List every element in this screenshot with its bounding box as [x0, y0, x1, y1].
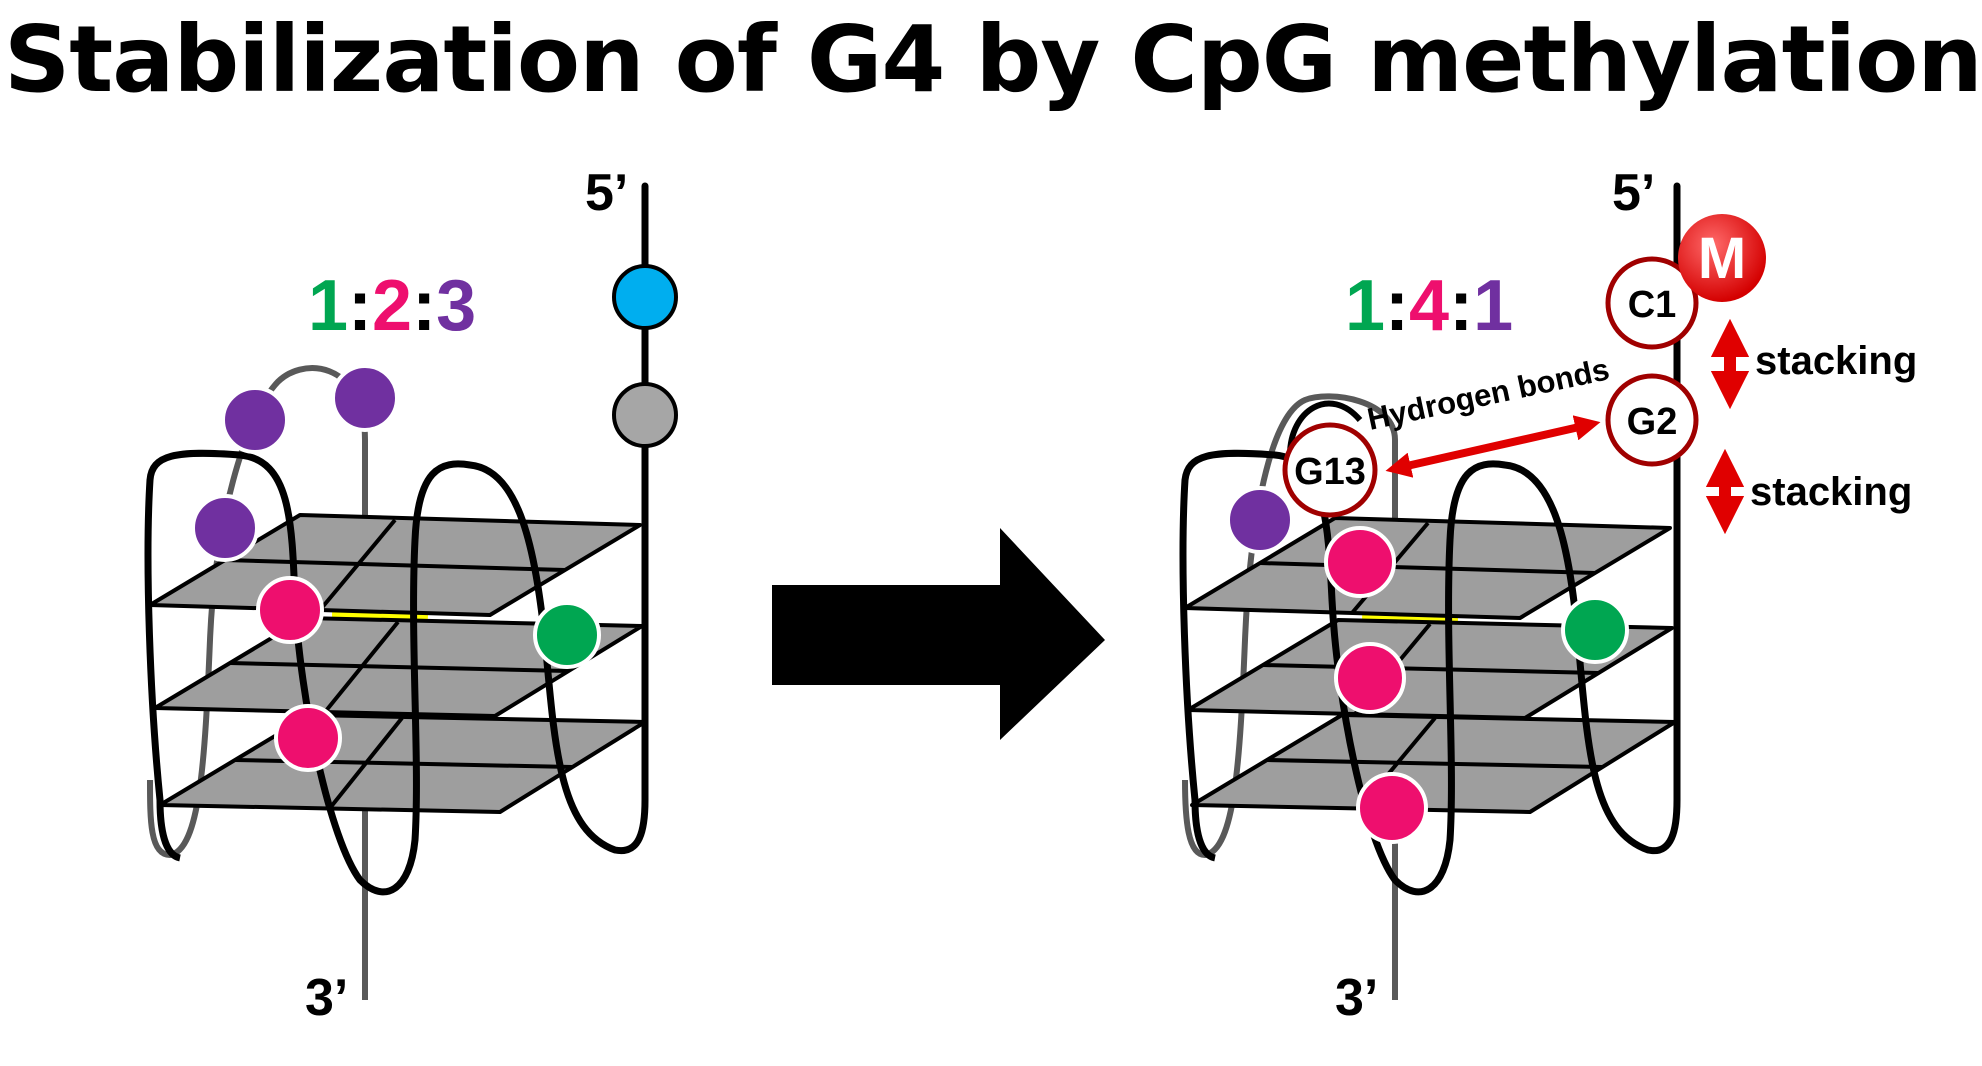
left-node-gray: [612, 382, 678, 448]
transition-arrow: [772, 528, 1105, 740]
left-node-purple-1: [221, 386, 289, 454]
right-g13-label: G13: [1294, 451, 1366, 493]
left-ratio-sep2: :: [412, 266, 436, 346]
left-node-purple-2: [331, 364, 399, 432]
right-ratio-c: 1: [1473, 266, 1513, 346]
hydrogen-bond-arrow: [1385, 415, 1601, 478]
right-ratio: 1:4:1: [1345, 266, 1513, 346]
left-ratio: 1:2:3: [308, 266, 476, 346]
right-tetrad-planes: [1183, 516, 1677, 814]
left-node-green: [533, 601, 601, 669]
right-ratio-sep2: :: [1449, 266, 1473, 346]
right-node-purple: [1226, 486, 1294, 554]
right-ratio-b: 4: [1409, 266, 1449, 346]
stacking-label-bottom: stacking: [1750, 470, 1912, 514]
right-node-pink-1: [1324, 526, 1396, 598]
left-ratio-c: 3: [436, 266, 476, 346]
left-node-pink-1: [256, 576, 324, 644]
right-c1-label: C1: [1628, 284, 1677, 326]
right-node-g2: [1605, 373, 1699, 467]
left-loop-left: [156, 799, 182, 862]
methyl-badge-label: M: [1698, 226, 1746, 291]
page-title: Stabilization of G4 by CpG methylation: [4, 6, 1982, 113]
right-node-pink-2: [1334, 642, 1406, 714]
right-loop-left: [1191, 799, 1217, 862]
left-ratio-b: 2: [372, 266, 412, 346]
right-node-g13: [1282, 422, 1378, 518]
methyl-badge: [1678, 214, 1766, 302]
right-node-pink-3: [1356, 772, 1428, 844]
right-node-green: [1561, 596, 1629, 664]
right-top-loop: [1287, 400, 1363, 456]
right-g2-label: G2: [1627, 401, 1678, 443]
right-node-c1: [1605, 256, 1699, 350]
right-three-prime-label: 3’: [1335, 969, 1378, 1027]
stacking-label-top: stacking: [1755, 339, 1917, 383]
left-five-prime-label: 5’: [585, 164, 628, 222]
left-node-pink-2: [274, 704, 342, 772]
right-loop-lateral: [1179, 182, 1681, 896]
left-loop-lateral: [144, 182, 649, 896]
g4-diagram: 5’ 3’ 1:2:3: [144, 164, 1917, 1027]
left-three-prime-label: 3’: [305, 969, 348, 1027]
left-ratio-a: 1: [308, 266, 348, 346]
left-g4-structure: 5’ 3’ 1:2:3: [144, 164, 678, 1027]
right-g4-structure: G13 C1 G2 M Hydrogen bonds stacking stac…: [1179, 164, 1917, 1027]
right-five-prime-label: 5’: [1612, 164, 1655, 222]
right-ratio-sep1: :: [1385, 266, 1409, 346]
right-ratio-a: 1: [1345, 266, 1385, 346]
left-node-purple-3: [191, 494, 259, 562]
left-node-blue: [612, 264, 678, 330]
left-ratio-sep1: :: [348, 266, 372, 346]
